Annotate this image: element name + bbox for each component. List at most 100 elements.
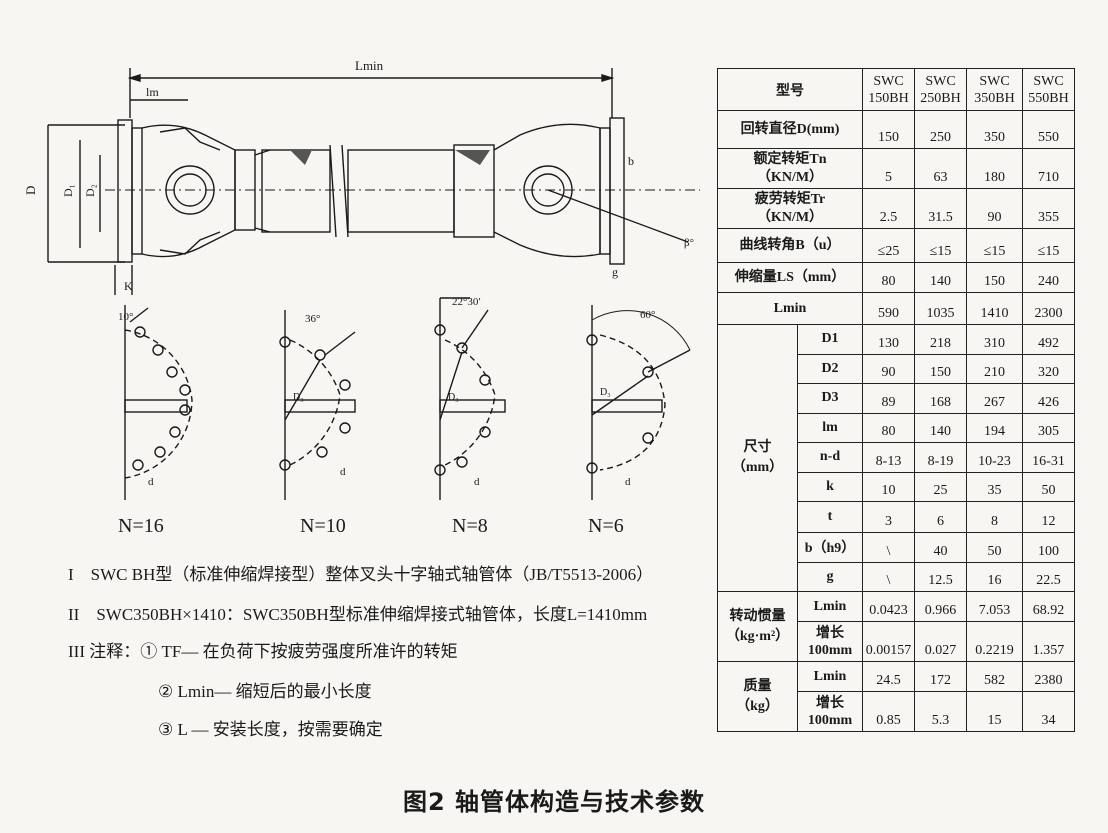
value-cell: 0.2219 <box>966 621 1023 662</box>
value-cell: 3 <box>862 501 915 533</box>
row-label: b（h9） <box>797 532 863 563</box>
model-header: 型号 <box>717 68 863 111</box>
row-label: k <box>797 471 863 502</box>
row-label: 伸缩量LS（mm） <box>717 262 863 293</box>
value-cell: 68.92 <box>1022 591 1075 622</box>
value-cell: 8-19 <box>914 442 967 473</box>
n10-d3-letter: D₃ <box>293 392 304 403</box>
value-cell: 140 <box>914 262 967 293</box>
value-cell: 90 <box>862 353 915 384</box>
value-cell: 2380 <box>1022 661 1075 692</box>
value-cell: 40 <box>914 532 967 563</box>
value-cell: 80 <box>862 262 915 293</box>
n6-angle: 60° <box>640 309 655 321</box>
value-cell: \ <box>862 561 915 592</box>
n8-d3-letter: D₃ <box>448 392 459 403</box>
model-cell: SWC 150BH <box>862 68 915 111</box>
shaft-tube <box>261 144 490 238</box>
value-cell: \ <box>862 532 915 563</box>
value-cell: 0.966 <box>914 591 967 622</box>
value-cell: 12 <box>1022 501 1075 533</box>
value-cell: 582 <box>966 661 1023 692</box>
row-label: g <box>797 561 863 592</box>
n10-d-letter: d <box>340 466 346 478</box>
n6-d-letter: d <box>625 476 631 488</box>
value-cell: 240 <box>1022 262 1075 293</box>
value-cell: 8 <box>966 501 1023 533</box>
right-yoke: β° b g K <box>114 117 694 295</box>
shaft-drawing: Lmin lm D D₁ D₂ <box>23 58 700 537</box>
value-cell: 590 <box>862 292 915 325</box>
row-label: D1 <box>797 324 863 355</box>
mass-group-label: 质量 （kg） <box>717 661 798 732</box>
value-cell: 5 <box>862 148 915 189</box>
value-cell: 194 <box>966 412 1023 443</box>
value-cell: 310 <box>966 324 1023 355</box>
value-cell: 150 <box>966 262 1023 293</box>
value-cell: 25 <box>914 471 967 502</box>
inertia-group-label: 转动惯量 （kg·m²） <box>717 591 798 662</box>
value-cell: 5.3 <box>914 691 967 732</box>
row-label: 回转直径D(mm) <box>717 110 863 149</box>
n16-angle: 10° <box>118 311 133 323</box>
value-cell: 7.053 <box>966 591 1023 622</box>
row-label: n-d <box>797 442 863 473</box>
n8-d-letter: d <box>474 476 480 488</box>
value-cell: 210 <box>966 353 1023 384</box>
row-label: D2 <box>797 353 863 384</box>
n8-angle: 22°30′ <box>452 296 481 308</box>
row-label: Lmin <box>797 591 863 622</box>
row-label: 增长 100mm <box>797 621 863 662</box>
value-cell: 1410 <box>966 292 1023 325</box>
g-label: g <box>612 265 618 279</box>
value-cell: 6 <box>914 501 967 533</box>
value-cell: 80 <box>862 412 915 443</box>
value-cell: 24.5 <box>862 661 915 692</box>
n10-label: N=10 <box>300 515 346 537</box>
value-cell: 100 <box>1022 532 1075 563</box>
value-cell: 250 <box>914 110 967 149</box>
n10-angle: 36° <box>305 313 320 325</box>
value-cell: 320 <box>1022 353 1075 384</box>
value-cell: 1.357 <box>1022 621 1075 662</box>
size-group-label: 尺寸 （mm） <box>717 324 798 592</box>
value-cell: 34 <box>1022 691 1075 732</box>
left-yoke <box>117 119 271 263</box>
b-label: b <box>628 154 634 168</box>
value-cell: 15 <box>966 691 1023 732</box>
value-cell: 16 <box>966 561 1023 592</box>
row-label: 曲线转角B（u） <box>717 228 863 263</box>
value-cell: 150 <box>914 353 967 384</box>
note-3: III 注释：① TF— 在负荷下按疲劳强度所准许的转矩 <box>68 642 458 661</box>
row-label: D3 <box>797 383 863 414</box>
value-cell: 50 <box>966 532 1023 563</box>
lm-label: lm <box>146 85 159 99</box>
value-cell: 218 <box>914 324 967 355</box>
model-cell: SWC 350BH <box>966 68 1023 111</box>
value-cell: ≤15 <box>966 228 1023 263</box>
value-cell: 267 <box>966 383 1023 414</box>
value-cell: ≤15 <box>914 228 967 263</box>
value-cell: 130 <box>862 324 915 355</box>
value-cell: 12.5 <box>914 561 967 592</box>
value-cell: ≤25 <box>862 228 915 263</box>
row-label: lm <box>797 412 863 443</box>
value-cell: 50 <box>1022 471 1075 502</box>
row-label: 增长 100mm <box>797 691 863 732</box>
note-2: II SWC350BH×1410：SWC350BH型标准伸缩焊接式轴管体，长度L… <box>68 605 648 624</box>
row-label: Lmin <box>797 661 863 692</box>
value-cell: 140 <box>914 412 967 443</box>
value-cell: 63 <box>914 148 967 189</box>
pattern-n8: 22°30′ D₃ d <box>434 296 506 500</box>
n16-label: N=16 <box>118 515 164 537</box>
k-label: K <box>124 279 133 293</box>
